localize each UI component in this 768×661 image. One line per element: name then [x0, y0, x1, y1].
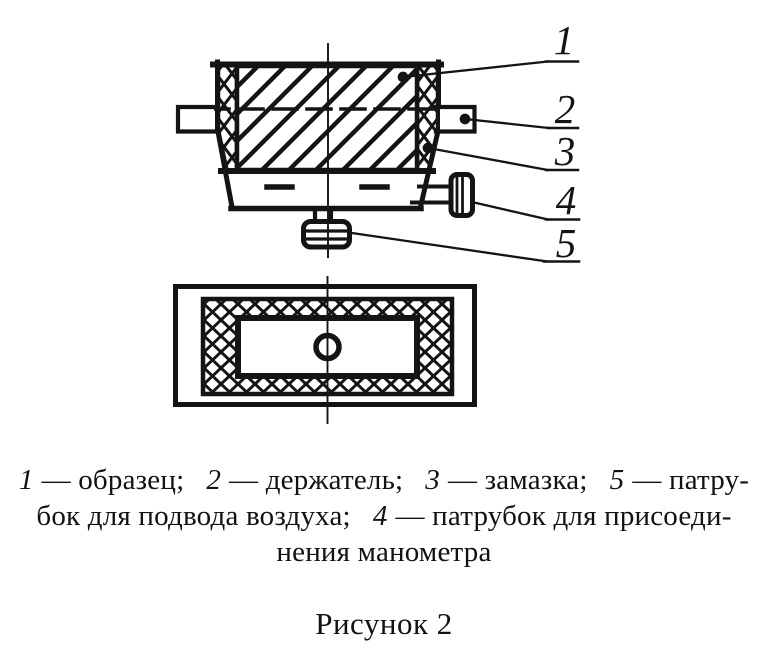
caption-text-3: — замазка;: [447, 464, 588, 496]
callout-label-2: 2: [555, 86, 576, 132]
leader-line-5: [350, 231, 549, 263]
callout-label-1: 1: [554, 17, 575, 63]
technical-drawing: 1 2 3 4 5: [173, 17, 581, 424]
callout-labels: 1 2 3 4 5: [554, 17, 577, 266]
caption-text-2: — держатель;: [229, 464, 404, 496]
holder-left-wall: [215, 59, 235, 210]
caption-num-4: 4: [372, 500, 388, 532]
caption-line-2: бок для подвода воздуха; 4— патрубок для …: [0, 498, 768, 534]
specimen-hatched-area: [234, 63, 420, 173]
cross-section-view: 1 2 3 4 5: [175, 17, 581, 266]
caption-text-1: — образец;: [41, 464, 185, 496]
figure-number: Рисунок 2: [315, 606, 453, 641]
caption-num-3: 3: [425, 464, 440, 496]
caption-text-5: — патру-: [632, 464, 750, 496]
caption-text-4: — патрубок для присоеди-: [395, 500, 732, 532]
callout-label-4: 4: [556, 177, 577, 223]
caption-num-5: 5: [609, 464, 625, 496]
caption-num-1: 1: [18, 464, 34, 496]
leader-line-2: [463, 117, 551, 130]
holder-right-wall: [417, 59, 441, 210]
callout-label-3: 3: [554, 128, 576, 174]
callout-leaders: [350, 60, 581, 263]
caption-line-3: нения манометра: [0, 534, 768, 570]
caption-line-1: 1— образец; 2— держатель; 3— замазка; 5— па…: [0, 462, 768, 498]
caption-text-manometer: нения манометра: [276, 536, 492, 568]
air-pipe: [301, 208, 352, 250]
top-view: [173, 276, 477, 424]
figure-caption: 1— образец;2— держатель;3— замазка;5— па…: [0, 462, 768, 570]
caption-text-air: бок для подвода воздуха;: [36, 500, 351, 532]
manometer-pipe: [410, 172, 475, 218]
caption-num-2: 2: [206, 464, 222, 496]
air-knurled-fitting: [301, 219, 352, 250]
leader-line-4: [470, 200, 550, 221]
callout-label-5: 5: [556, 220, 577, 266]
leader-line-1: [401, 60, 550, 79]
leader-line-3: [426, 146, 550, 172]
left-pipe: [175, 104, 221, 134]
